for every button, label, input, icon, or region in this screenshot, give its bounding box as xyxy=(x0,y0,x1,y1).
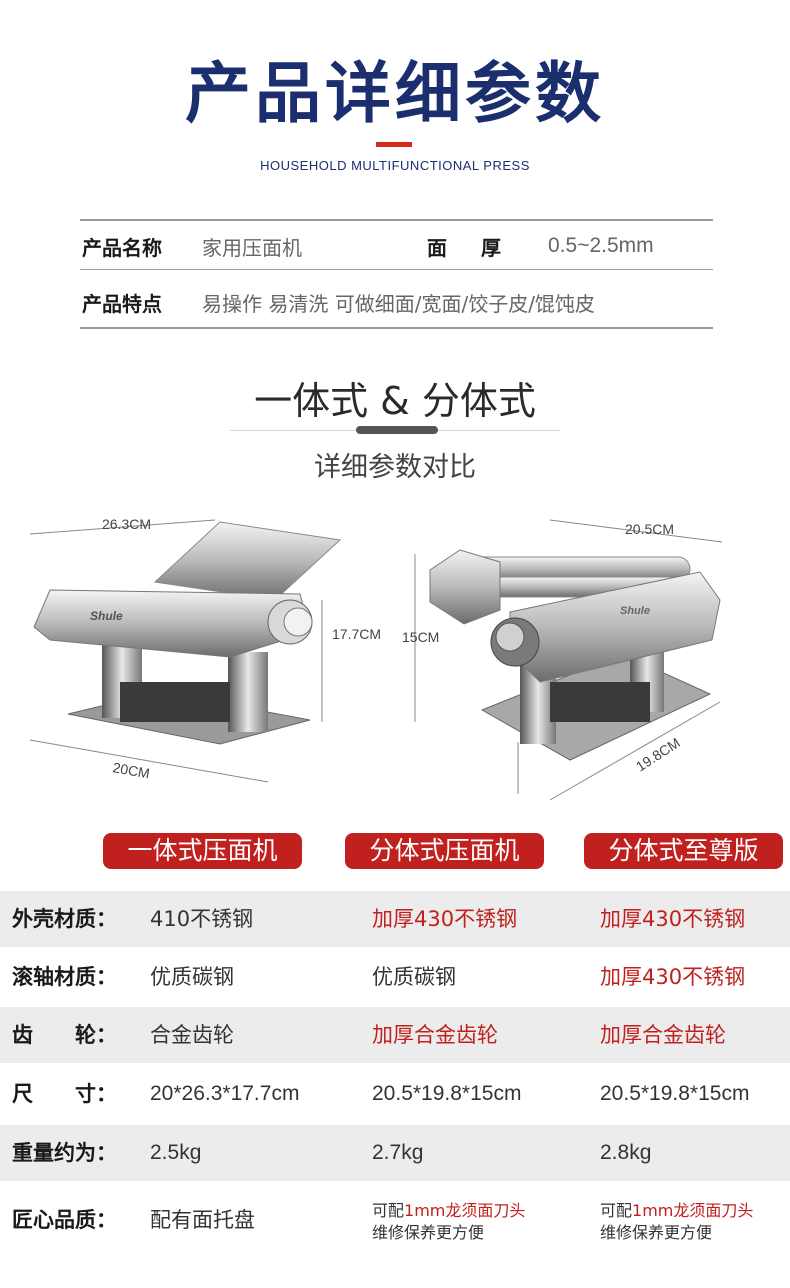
brand-logo: Shule xyxy=(90,609,123,623)
cell-premium: 加厚合金齿轮 xyxy=(600,1023,726,1047)
divider-line xyxy=(80,219,713,221)
row-label: 滚轴材质： xyxy=(12,965,117,989)
cell-split: 2.7kg xyxy=(372,1141,424,1164)
product-tag-premium: 分体式至尊版 xyxy=(584,833,783,869)
product-tag-one-piece: 一体式压面机 xyxy=(103,833,302,869)
compare-accent-bar xyxy=(356,426,438,434)
spec-name-label: 产品名称 xyxy=(82,235,162,260)
spec-feature-label: 产品特点 xyxy=(82,291,162,316)
compare-subtitle: 详细参数对比 xyxy=(314,452,476,483)
spec-thickness-value: 0.5~2.5mm xyxy=(548,234,654,257)
table-row: 外壳材质： 410不锈钢 加厚430不锈钢 加厚430不锈钢 xyxy=(0,891,790,947)
left-width-label: 26.3CM xyxy=(102,516,151,532)
divider-line xyxy=(80,327,713,329)
cell-one-piece: 2.5kg xyxy=(150,1141,202,1164)
table-row: 匠心品质： 配有面托盘 可配1mm龙须面刀头 维修保养更方便 可配1mm龙须面刀… xyxy=(0,1192,790,1248)
table-row: 齿 轮： 合金齿轮 加厚合金齿轮 加厚合金齿轮 xyxy=(0,1007,790,1063)
cell-split: 20.5*19.8*15cm xyxy=(372,1082,522,1105)
cell-one-piece: 410不锈钢 xyxy=(150,907,254,931)
spec-row-name: 产品名称 家用压面机 面厚 0.5~2.5mm xyxy=(82,217,712,275)
split-machine-image: 20.5CM 15CM 19.8CM Shule xyxy=(402,519,723,801)
one-piece-machine-image: 26.3CM 17.7CM 20CM Shule xyxy=(29,516,381,783)
row-label: 齿 轮： xyxy=(12,1023,117,1047)
spec-thickness-label: 面厚 xyxy=(427,235,535,260)
compare-title: 一体式 & 分体式 xyxy=(254,379,536,423)
table-row: 重量约为： 2.5kg 2.7kg 2.8kg xyxy=(0,1125,790,1181)
spec-name-value: 家用压面机 xyxy=(202,235,302,260)
cell-premium: 加厚430不锈钢 xyxy=(600,965,746,989)
right-depth-label: 19.8CM xyxy=(633,734,683,774)
cell-premium: 20.5*19.8*15cm xyxy=(600,1082,750,1105)
left-depth-label: 20CM xyxy=(111,759,151,781)
product-tag-split: 分体式压面机 xyxy=(345,833,544,869)
right-width-label: 20.5CM xyxy=(625,521,674,537)
spec-feature-value: 易操作 易清洗 可做细面/宽面/饺子皮/馄饨皮 xyxy=(202,291,595,316)
cell-split: 可配1mm龙须面刀头 维修保养更方便 xyxy=(372,1201,526,1242)
row-label: 匠心品质： xyxy=(12,1208,117,1232)
right-height-label: 15CM xyxy=(402,629,439,645)
cell-premium: 2.8kg xyxy=(600,1141,652,1164)
divider-line xyxy=(80,269,713,270)
cell-split: 加厚合金齿轮 xyxy=(372,1023,498,1047)
cell-one-piece: 配有面托盘 xyxy=(150,1208,255,1232)
row-label: 重量约为： xyxy=(12,1141,117,1165)
spec-row-feature: 产品特点 易操作 易清洗 可做细面/宽面/饺子皮/馄饨皮 xyxy=(82,273,712,331)
page-subtitle: HOUSEHOLD MULTIFUNCTIONAL PRESS xyxy=(260,158,530,173)
cell-one-piece: 合金齿轮 xyxy=(150,1023,234,1047)
row-label: 外壳材质： xyxy=(12,907,117,931)
cell-one-piece: 20*26.3*17.7cm xyxy=(150,1082,300,1105)
page-title: 产品详细参数 xyxy=(185,55,605,132)
cell-split: 优质碳钢 xyxy=(372,965,456,989)
cell-one-piece: 优质碳钢 xyxy=(150,965,234,989)
table-row: 尺 寸： 20*26.3*17.7cm 20.5*19.8*15cm 20.5*… xyxy=(0,1066,790,1122)
row-label: 尺 寸： xyxy=(12,1082,117,1106)
table-row: 滚轴材质： 优质碳钢 优质碳钢 加厚430不锈钢 xyxy=(0,949,790,1005)
left-height-label: 17.7CM xyxy=(332,626,381,642)
brand-logo: Shule xyxy=(620,605,650,617)
cell-premium: 可配1mm龙须面刀头 维修保养更方便 xyxy=(600,1201,754,1242)
cell-premium: 加厚430不锈钢 xyxy=(600,907,746,931)
cell-split: 加厚430不锈钢 xyxy=(372,907,518,931)
title-accent-bar xyxy=(376,142,412,147)
